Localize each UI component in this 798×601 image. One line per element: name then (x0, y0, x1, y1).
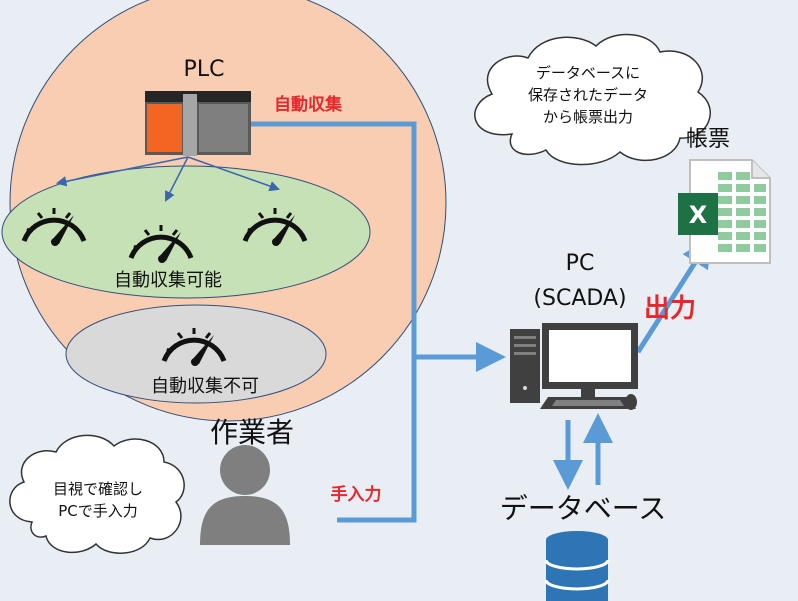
worker-person-icon (200, 445, 290, 545)
cloud-bottom (9, 434, 185, 554)
cloud-top-line-1: データベースに (536, 64, 640, 82)
manual-area (65, 304, 327, 404)
auto-possible-label: 自動収集可能 (114, 270, 222, 291)
worker-label: 作業者 (210, 416, 294, 449)
scada-label: (SCADA) (533, 286, 626, 311)
plc-device-icon (145, 91, 251, 156)
pc-label: PC (566, 251, 595, 276)
flow-lines (251, 121, 712, 523)
manual-input-label: 手入力 (331, 484, 382, 505)
auto-collect-area (1, 165, 371, 299)
auto-collect-label: 自動収集 (274, 94, 343, 115)
cloud-top-line-2: 保存されたデータ (528, 86, 648, 104)
database-icon (544, 531, 610, 601)
plc-label: PLC (184, 57, 225, 82)
output-label: 出力 (644, 294, 696, 324)
excel-file-icon: X (678, 159, 771, 264)
database-label: データベース (500, 492, 667, 525)
computer-icon (510, 323, 638, 410)
cloud-top-line-3: から帳票出力 (543, 108, 633, 126)
plc-gauge-links (55, 156, 280, 202)
cloud-top (474, 33, 711, 166)
cloud-bottom-line-2: PCで手入力 (58, 502, 138, 520)
auto-impossible-label: 自動収集不可 (151, 376, 259, 397)
report-label: 帳票 (686, 127, 730, 152)
cloud-bottom-line-1: 目視で確認し (53, 480, 143, 498)
excel-letter: X (689, 201, 708, 229)
